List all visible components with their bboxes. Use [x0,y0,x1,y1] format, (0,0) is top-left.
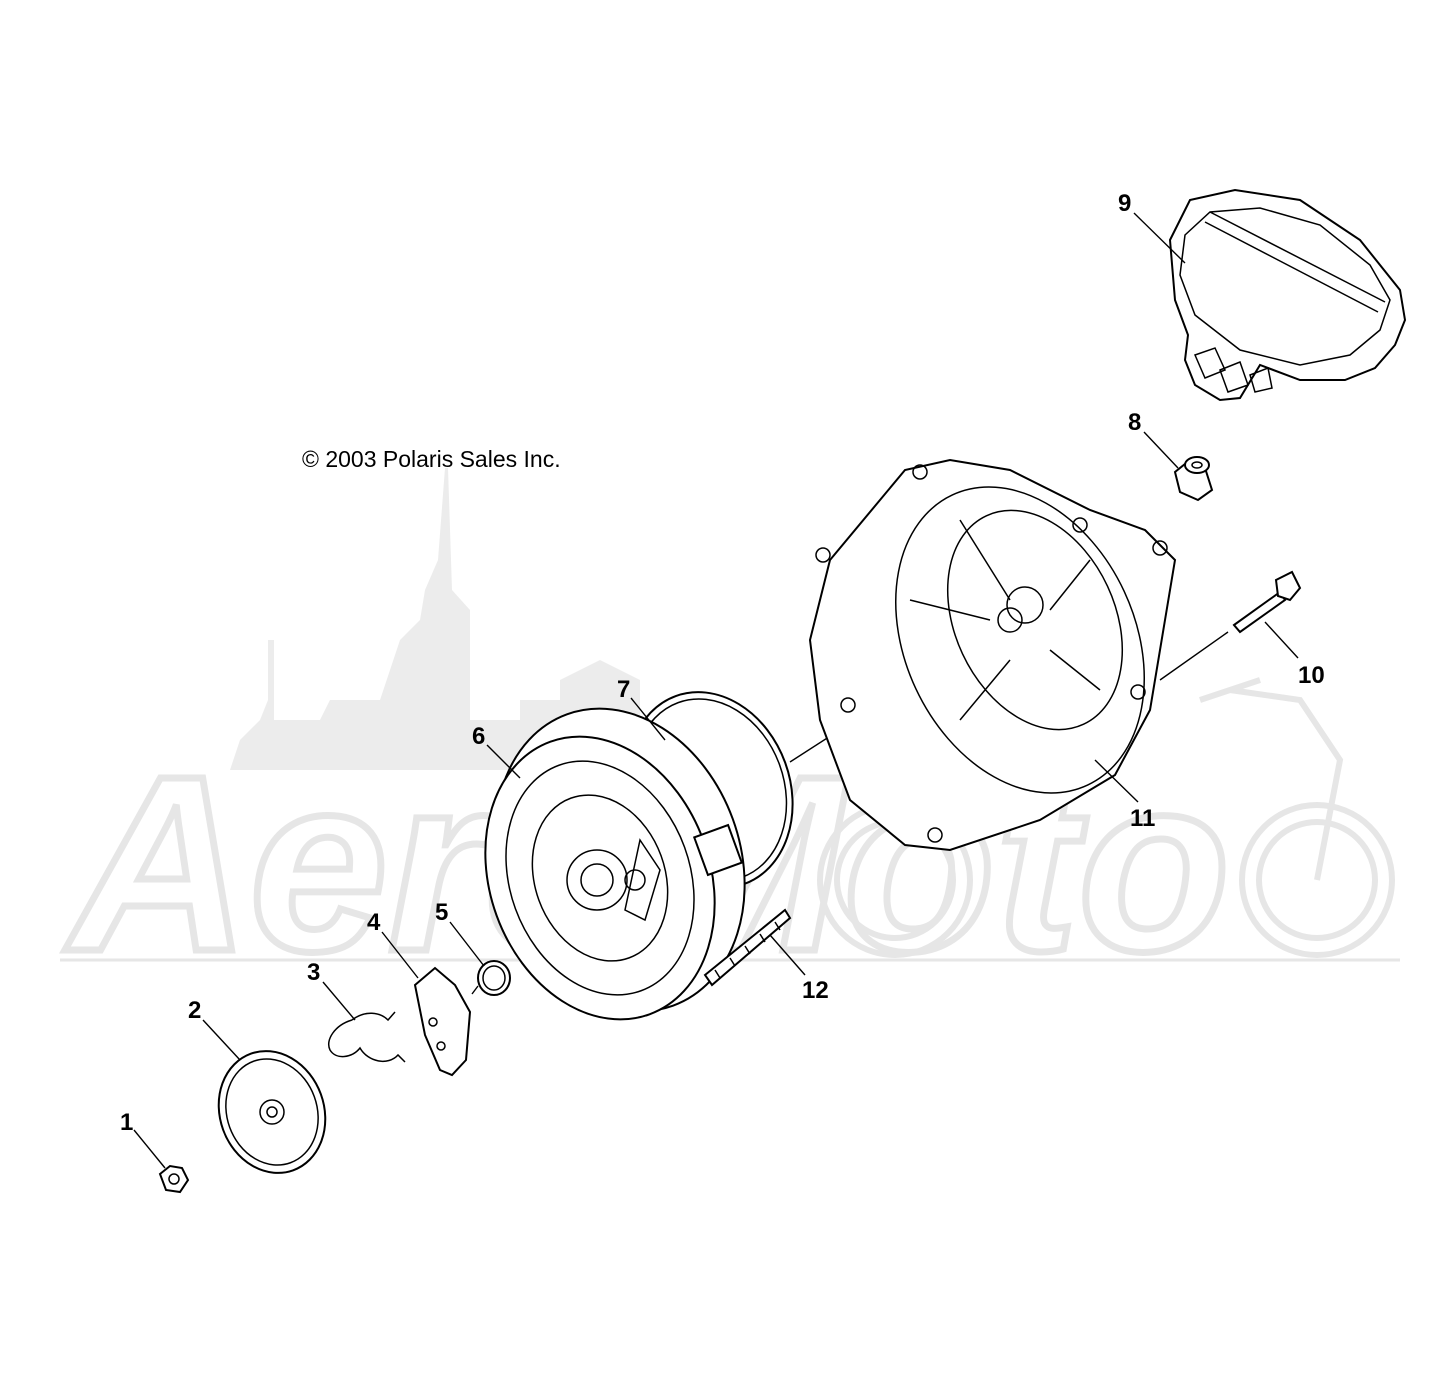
callout-4: 4 [367,909,381,936]
callout-2: 2 [188,997,201,1024]
part-6-pulley [484,707,746,1021]
callout-5: 5 [435,899,448,926]
leader-4 [381,931,419,979]
callout-7: 7 [617,676,630,703]
part-5-spring-clip [471,960,511,996]
part-8-bushing [1173,456,1214,502]
callouts: 1 2 3 4 5 6 7 8 9 10 11 12 [120,190,1325,1136]
leader-8 [1143,431,1179,469]
callout-12: 12 [802,977,829,1004]
part-9-cover [1168,188,1407,402]
leader-12 [769,934,806,976]
part-4-pawl [413,966,472,1077]
leader-6 [486,744,521,779]
leader-7 [630,697,666,741]
callout-8: 8 [1128,409,1141,436]
callout-11: 11 [1130,805,1155,832]
part-1-nut [158,1164,190,1194]
leader-10 [1264,621,1299,659]
part-12-rope [703,908,792,987]
leader-3 [322,981,356,1021]
leader-lines [133,212,1299,1169]
callout-1: 1 [120,1109,133,1136]
leader-9 [1133,212,1186,264]
part-10-bolt [1232,570,1302,634]
callout-6: 6 [472,723,485,750]
watermark-spire [230,468,760,770]
part-3-spring-wire [328,1011,406,1063]
part-2-washer [217,1050,327,1174]
copyright-text: © 2003 Polaris Sales Inc. [302,446,561,472]
leader-2 [202,1019,241,1061]
part-11-housing [808,458,1177,852]
callout-9: 9 [1118,190,1131,217]
callout-10: 10 [1298,662,1325,689]
callout-3: 3 [307,959,320,986]
leader-11 [1094,759,1139,803]
leader-1 [133,1129,166,1169]
leader-5 [449,921,485,967]
